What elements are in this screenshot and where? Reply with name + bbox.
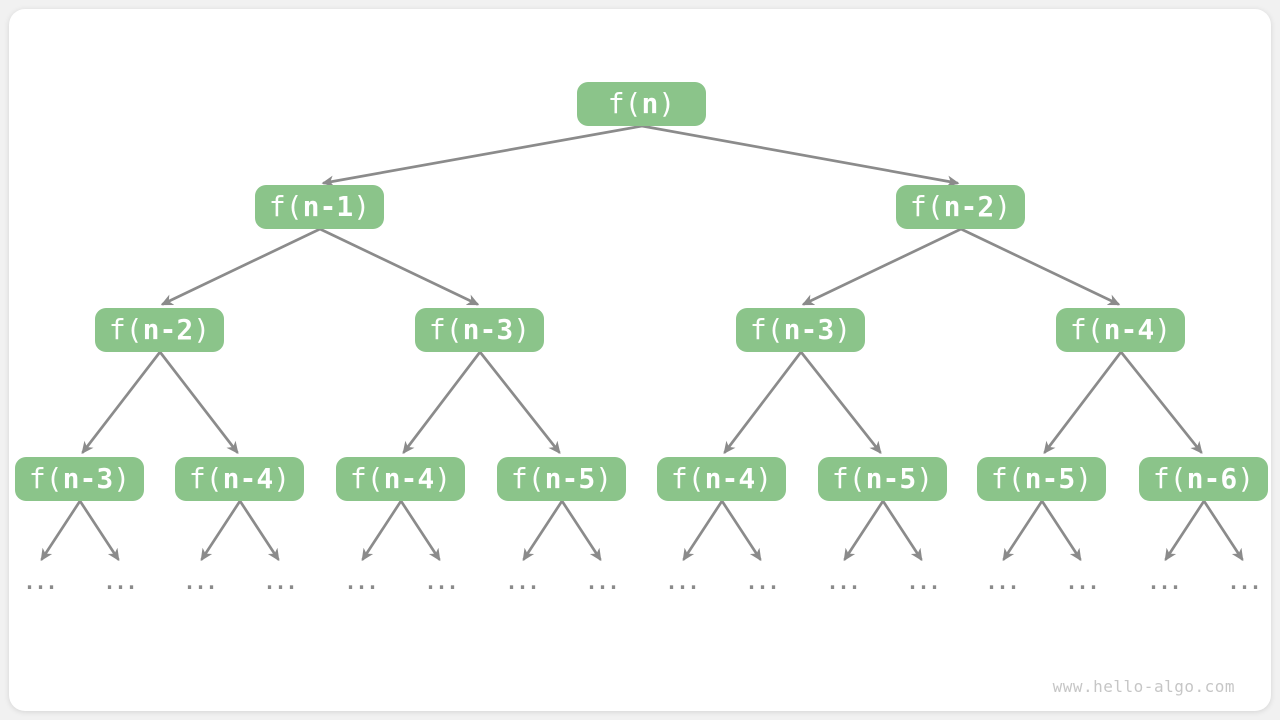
node-label-func: f( — [1069, 313, 1104, 346]
node-label-close: ) — [513, 313, 531, 346]
node-label-close: ) — [273, 462, 291, 495]
node-label-close: ) — [1154, 313, 1172, 346]
node-label-arg: n-3 — [783, 313, 835, 346]
ellipsis-leaf: ... — [505, 570, 539, 594]
node-label-close: ) — [1075, 462, 1093, 495]
node-label-func: f( — [831, 462, 866, 495]
tree-node-root: f(n) — [577, 82, 706, 126]
ellipsis-leaf: ... — [1147, 570, 1181, 594]
node-label-close: ) — [595, 462, 613, 495]
node-label-arg: n-1 — [302, 190, 354, 223]
node-label-arg: n-4 — [704, 462, 756, 495]
tree-node: f(n-4) — [336, 457, 465, 501]
tree-node: f(n-3) — [736, 308, 865, 352]
node-label-close: ) — [113, 462, 131, 495]
node-label-func: f( — [28, 462, 63, 495]
node-label-func: f( — [990, 462, 1025, 495]
node-label-close: ) — [353, 190, 371, 223]
tree-node: f(n-4) — [657, 457, 786, 501]
tree-node: f(n-4) — [175, 457, 304, 501]
node-label-func: f( — [428, 313, 463, 346]
ellipsis-leaf: ... — [424, 570, 458, 594]
node-label-func: f( — [349, 462, 384, 495]
node-label-close: ) — [916, 462, 934, 495]
node-label-arg: n-5 — [1024, 462, 1076, 495]
ellipsis-leaf: ... — [745, 570, 779, 594]
node-label-close: ) — [755, 462, 773, 495]
node-label-func: f( — [108, 313, 143, 346]
node-label-close: ) — [1237, 462, 1255, 495]
tree-node: f(n-4) — [1056, 308, 1185, 352]
node-label-arg: n-4 — [222, 462, 274, 495]
node-label-arg: n-4 — [383, 462, 435, 495]
tree-node: f(n-3) — [415, 308, 544, 352]
ellipsis-leaf: ... — [826, 570, 860, 594]
ellipsis-leaf: ... — [344, 570, 378, 594]
tree-node: f(n-5) — [977, 457, 1106, 501]
ellipsis-leaf: ... — [906, 570, 940, 594]
ellipsis-leaf: ... — [1227, 570, 1261, 594]
tree-node: f(n-2) — [95, 308, 224, 352]
ellipsis-leaf: ... — [263, 570, 297, 594]
node-label-close: ) — [994, 190, 1012, 223]
tree-node: f(n-3) — [15, 457, 144, 501]
node-label-arg: n-5 — [865, 462, 917, 495]
node-label-func: f( — [607, 87, 642, 120]
node-label-arg: n-6 — [1186, 462, 1238, 495]
node-label-func: f( — [1152, 462, 1187, 495]
tree-node: f(n-2) — [896, 185, 1025, 229]
node-label-arg: n-3 — [462, 313, 514, 346]
ellipsis-leaf: ... — [1065, 570, 1099, 594]
ellipsis-leaf: ... — [985, 570, 1019, 594]
node-label-arg: n-4 — [1103, 313, 1155, 346]
node-label-arg: n-5 — [544, 462, 596, 495]
node-label-arg: n — [641, 87, 659, 120]
ellipsis-leaf: ... — [585, 570, 619, 594]
node-label-close: ) — [658, 87, 676, 120]
tree-node: f(n-5) — [818, 457, 947, 501]
node-label-func: f( — [749, 313, 784, 346]
watermark-text: www.hello-algo.com — [1052, 677, 1235, 696]
node-label-arg: n-3 — [62, 462, 114, 495]
node-label-func: f( — [909, 190, 944, 223]
ellipsis-leaf: ... — [665, 570, 699, 594]
tree-node: f(n-5) — [497, 457, 626, 501]
ellipsis-leaf: ... — [23, 570, 57, 594]
tree-node: f(n-6) — [1139, 457, 1268, 501]
tree-node: f(n-1) — [255, 185, 384, 229]
node-label-close: ) — [834, 313, 852, 346]
ellipsis-leaf: ... — [183, 570, 217, 594]
node-label-arg: n-2 — [142, 313, 194, 346]
node-label-func: f( — [188, 462, 223, 495]
node-label-close: ) — [193, 313, 211, 346]
node-label-close: ) — [434, 462, 452, 495]
ellipsis-leaf: ... — [103, 570, 137, 594]
node-label-arg: n-2 — [943, 190, 995, 223]
node-label-func: f( — [268, 190, 303, 223]
node-label-func: f( — [510, 462, 545, 495]
node-label-func: f( — [670, 462, 705, 495]
